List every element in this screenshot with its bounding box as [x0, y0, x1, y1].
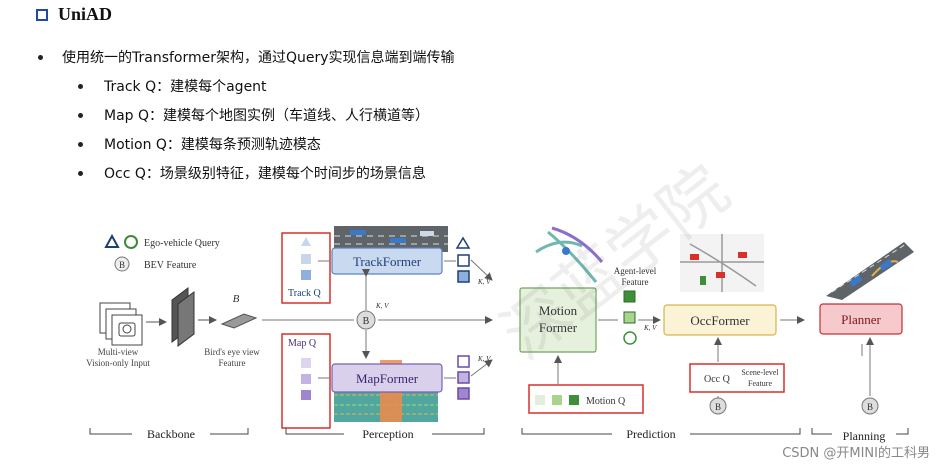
bev-legend-icon	[114, 256, 130, 272]
section-prediction-label: Prediction	[626, 427, 675, 441]
bev-plane-icon	[220, 313, 258, 329]
road-track-image	[334, 226, 448, 252]
ego-query-circle-icon	[623, 331, 637, 345]
bev-label-line1: Bird's eye view	[204, 347, 260, 357]
map-query-square-icon	[301, 358, 311, 368]
map-output-square-icon	[457, 387, 470, 400]
bev-legend-letter: B	[119, 260, 125, 270]
planner-block	[819, 303, 903, 335]
track-query-square-icon	[301, 270, 311, 280]
track-query-triangle-icon	[301, 237, 311, 246]
kv-label-track: K, V	[477, 278, 491, 286]
slide-title: UniAD	[36, 4, 112, 25]
occ-bev-node-icon	[709, 397, 727, 415]
circle-query-icon	[124, 235, 138, 249]
mapformer-label: MapFormer	[356, 371, 419, 386]
bullet-dot-icon	[78, 171, 83, 176]
bullet-main: 使用统一的Transformer架构，通过Query实现信息端到端传输	[62, 50, 455, 66]
occ-bev-letter: B	[715, 402, 721, 412]
occ-query-box	[689, 363, 785, 393]
planner-bev-letter: B	[867, 402, 873, 412]
bullet-motion-q: Motion Q：建模每条预测轨迹模态	[104, 137, 321, 153]
occformer-block	[663, 304, 777, 336]
csdn-credit: CSDN @开MINI的工科男	[782, 446, 930, 461]
legend-bev-label: BEV Feature	[144, 260, 197, 271]
bullet-track-q: Track Q：建模每个agent	[104, 79, 267, 95]
track-query-box	[281, 232, 331, 304]
map-query-box	[281, 333, 331, 429]
scene-level-label-line2: Feature	[748, 379, 772, 388]
scene-level-label-line1: Scene-level	[741, 368, 779, 377]
camera-input-icon	[99, 302, 143, 346]
map-query-square-icon	[301, 374, 311, 384]
motionformer-block	[519, 287, 597, 353]
motionformer-label-line1: Motion	[539, 303, 578, 318]
agent-level-label-line1: Agent-level	[614, 266, 657, 276]
bullet-occ-q: Occ Q：场景级别特征，建模每个时间步的场景信息	[104, 166, 426, 182]
trackformer-block	[331, 247, 443, 275]
track-output-square-icon	[457, 254, 470, 267]
title-text: UniAD	[58, 4, 113, 24]
section-planning-label: Planning	[843, 429, 886, 443]
triangle-query-icon	[104, 233, 120, 248]
motion-query-square-icon	[569, 395, 579, 405]
agent-feature-square-icon	[623, 311, 636, 324]
map-q-label: Map Q	[288, 338, 317, 349]
map-query-square-icon	[301, 390, 311, 400]
motion-query-square-icon	[552, 395, 562, 405]
motionformer-label-line2: Former	[539, 320, 578, 335]
bullet-dot-icon	[38, 55, 43, 60]
input-label-line2: Vision-only Input	[86, 358, 150, 368]
map-output-square-icon	[457, 355, 470, 368]
map-output-square-icon	[457, 371, 470, 384]
track-output-square-icon	[457, 270, 470, 283]
section-backbone-label: Backbone	[147, 427, 195, 441]
legend-ego-label: Ego-vehicle Query	[144, 238, 220, 249]
input-label-line1: Multi-view	[98, 347, 139, 357]
planner-bev-node-icon	[861, 397, 879, 415]
backbone-block-icon	[171, 287, 195, 347]
motion-query-square-icon	[535, 395, 545, 405]
motion-trajectory-image	[535, 226, 604, 283]
section-brackets	[89, 428, 909, 435]
section-perception-label: Perception	[362, 427, 413, 441]
mapformer-block	[331, 363, 443, 393]
motion-q-label: Motion Q	[586, 396, 626, 407]
motion-query-box	[528, 384, 644, 414]
trackformer-label: TrackFormer	[353, 254, 422, 269]
bev-symbol: B	[233, 293, 240, 305]
occ-q-label: Occ Q	[704, 374, 731, 385]
occformer-label: OccFormer	[690, 313, 750, 328]
track-output-triangle-icon	[455, 236, 471, 249]
bullet-dot-icon	[78, 113, 83, 118]
bev-node-icon	[356, 310, 376, 330]
kv-label-map: K, V	[477, 355, 491, 363]
track-query-square-icon	[301, 254, 311, 264]
bev-node-letter: B	[363, 316, 370, 327]
occupancy-image	[680, 234, 764, 292]
bullet-map-q: Map Q：建模每个地图实例（车道线、人行横道等）	[104, 108, 430, 124]
kv-label-occ: K, V	[643, 324, 657, 332]
agent-level-label-line2: Feature	[622, 277, 649, 287]
title-square-icon	[36, 8, 48, 21]
planner-label: Planner	[841, 312, 881, 327]
bullet-dot-icon	[78, 84, 83, 89]
agent-feature-square-icon	[623, 290, 636, 303]
kv-label-bev: K, V	[375, 302, 389, 310]
bev-label-line2: Feature	[219, 358, 246, 368]
track-q-label: Track Q	[288, 288, 321, 299]
bullet-dot-icon	[78, 142, 83, 147]
planning-road-image	[826, 242, 914, 300]
